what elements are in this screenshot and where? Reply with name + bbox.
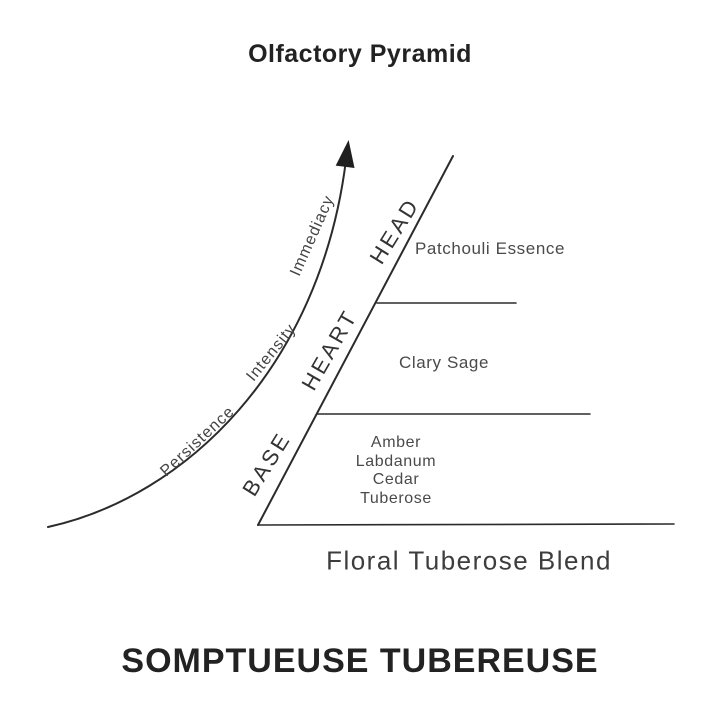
base-note: Cedar (372, 471, 420, 488)
product-name-title: SOMPTUEUSE TUBEREUSE (121, 642, 599, 680)
page-title: Olfactory Pyramid (248, 40, 472, 68)
blend-label: Floral Tuberose Blend (326, 545, 612, 576)
arrow-up-icon (335, 140, 355, 168)
base-note: Labdanum (355, 452, 437, 470)
base-notes-list: Amber Labdanum Cedar Tuberose (356, 434, 436, 508)
pyramid-base-line (257, 523, 675, 526)
base-note: Amber (370, 434, 422, 451)
head-note: Patchouli Essence (414, 239, 566, 258)
pyramid-edge-line (257, 155, 454, 526)
base-note: Tuberose (360, 489, 432, 507)
intensity-curve-line (47, 159, 347, 528)
heart-note: Clary Sage (398, 353, 490, 372)
